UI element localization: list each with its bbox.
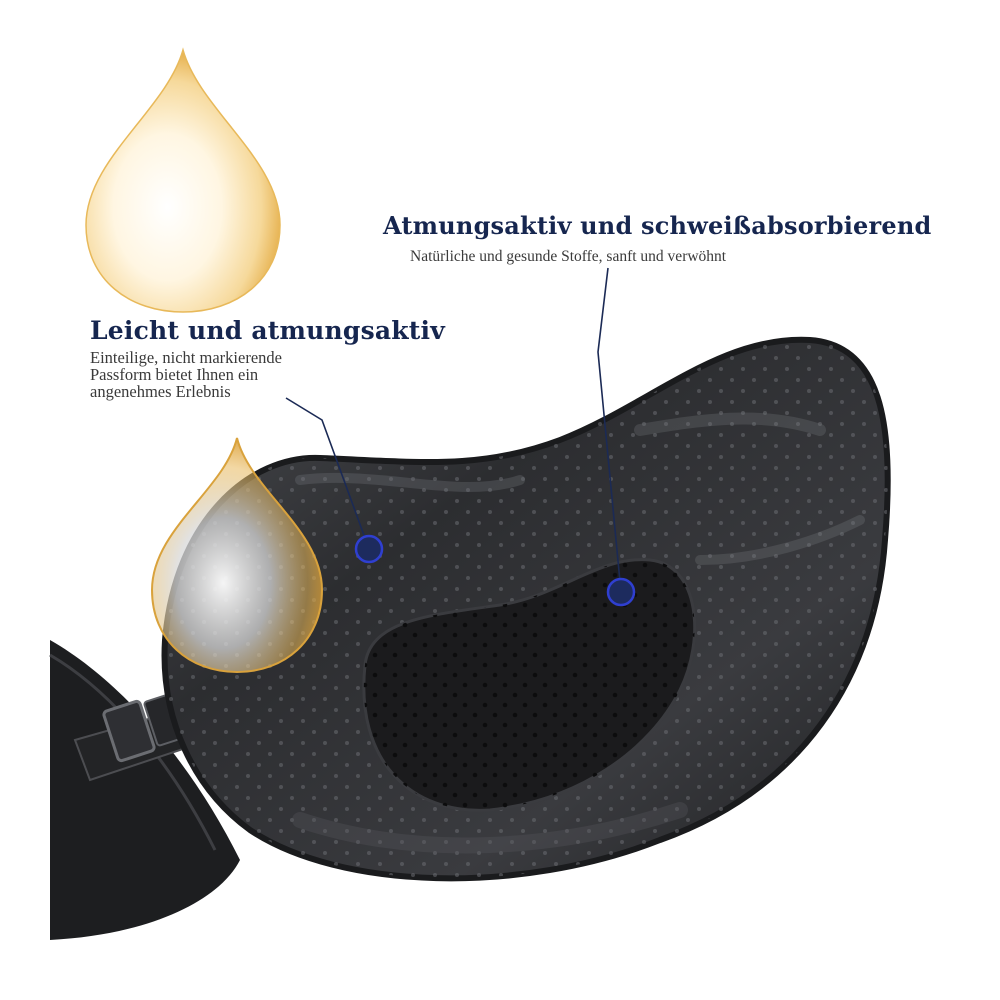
feature-title-breathable: Atmungsaktiv und schweißabsorbierend <box>383 211 932 240</box>
leader-line-breathable <box>597 267 622 593</box>
feature-description-breathable: Natürliche und gesunde Stoffe, sanft und… <box>410 248 727 265</box>
description-line: Passform bietet Ihnen ein <box>90 365 259 384</box>
leader-line-lightweight <box>285 397 370 550</box>
feature-description-lightweight: Einteilige, nicht markierende Passform b… <box>90 349 282 400</box>
description-line: angenehmes Erlebnis <box>90 382 231 401</box>
left-cup-edge <box>50 640 240 940</box>
feature-title-lightweight: Leicht und atmungsaktiv <box>90 316 445 345</box>
oil-drop-icon <box>85 47 281 313</box>
oil-drop-icon <box>150 437 324 674</box>
callout-dot-icon <box>354 534 384 564</box>
description-line: Einteilige, nicht markierende <box>90 348 282 367</box>
callout-dot-icon <box>606 577 636 607</box>
